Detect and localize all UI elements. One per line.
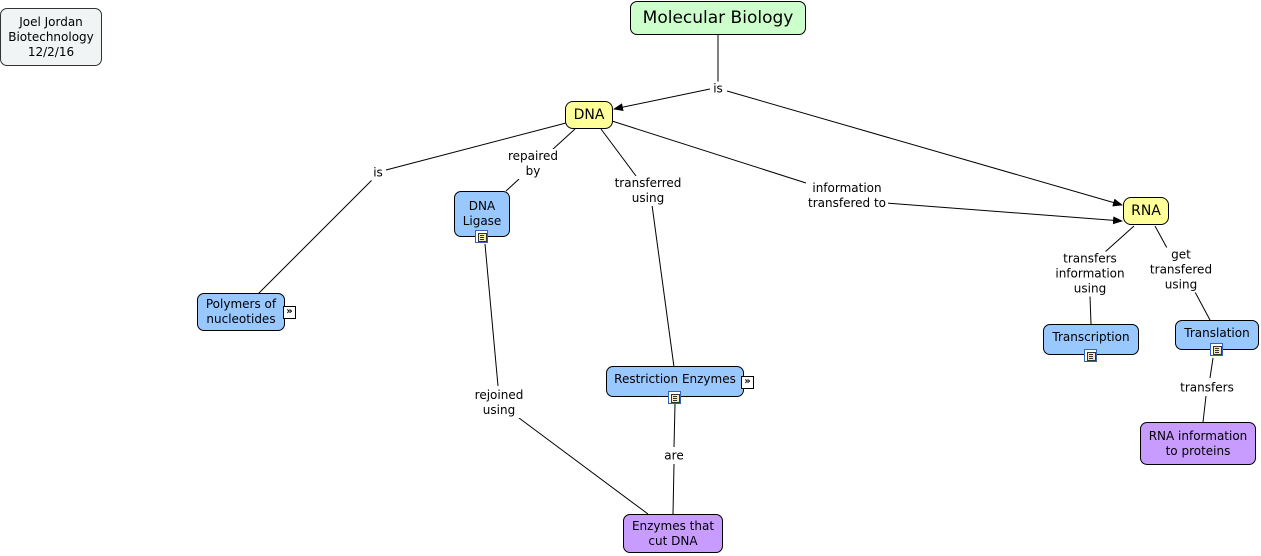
node-rna-information-to-proteins[interactable]: RNA information to proteins xyxy=(1140,422,1256,465)
node-enzymes-that-cut-dna[interactable]: Enzymes that cut DNA xyxy=(623,514,723,553)
double-chevron-icon[interactable]: » xyxy=(741,376,754,389)
document-icon[interactable] xyxy=(1210,343,1223,356)
node-polymers-of-nucleotides[interactable]: Polymers of nucleotides xyxy=(197,293,285,331)
link-label-is: is xyxy=(371,165,385,181)
edge-is-polymers xyxy=(256,179,373,296)
node-translation[interactable]: Translation xyxy=(1175,320,1259,350)
link-label-is: is xyxy=(711,81,725,97)
node-rna[interactable]: RNA xyxy=(1123,197,1169,225)
edge-info-rna xyxy=(885,202,1123,225)
edge-transfers-proteins xyxy=(1202,395,1207,423)
edge-dna-transferred xyxy=(600,128,637,177)
edge-rejoined-enzymes xyxy=(518,417,649,515)
link-label-are: are xyxy=(662,448,686,464)
edge-rna-get xyxy=(1154,225,1168,249)
node-transcription[interactable]: Transcription xyxy=(1043,324,1139,355)
double-chevron-icon[interactable]: » xyxy=(283,306,296,319)
edge-dna-is-left xyxy=(385,122,567,171)
node-dna[interactable]: DNA xyxy=(565,101,613,129)
node-molecular-biology[interactable]: Molecular Biology xyxy=(630,1,806,35)
edge-is-dna xyxy=(613,88,711,112)
edge-transfers-info-transcription xyxy=(1089,295,1092,325)
edge-dna-repaired xyxy=(551,128,576,151)
edge-rna-transfers-info xyxy=(1104,225,1135,253)
edge-dna-info xyxy=(611,120,807,184)
edge-restriction-are xyxy=(673,403,676,448)
document-icon[interactable] xyxy=(1084,349,1097,362)
node-dna-ligase[interactable]: DNA Ligase xyxy=(454,191,510,237)
author-info-box: Joel Jordan Biotechnology 12/2/16 xyxy=(0,8,102,66)
document-icon[interactable] xyxy=(475,230,488,243)
edge-translation-transfers xyxy=(1209,357,1214,379)
link-label-rejoined-using: rejoined using xyxy=(472,388,526,418)
edge-is-rna xyxy=(726,90,1123,207)
edge-repaired-ligase xyxy=(505,178,520,192)
edge-get-translation xyxy=(1194,291,1211,321)
link-label-repaired-by: repaired by xyxy=(505,149,561,179)
edge-are-enzymes xyxy=(672,463,675,515)
edge-ligase-rejoined xyxy=(484,243,499,387)
link-label-get-transfered-using: get transfered using xyxy=(1147,247,1215,293)
document-icon[interactable] xyxy=(668,391,681,404)
edge-transferred-restriction xyxy=(651,204,675,368)
link-label-transferred-using: transferred using xyxy=(612,176,684,206)
link-label-information-transfered-to: information transfered to xyxy=(806,181,888,211)
link-label-transfers: transfers xyxy=(1178,380,1236,396)
link-label-transfers-information-using: transfers information using xyxy=(1053,251,1127,297)
